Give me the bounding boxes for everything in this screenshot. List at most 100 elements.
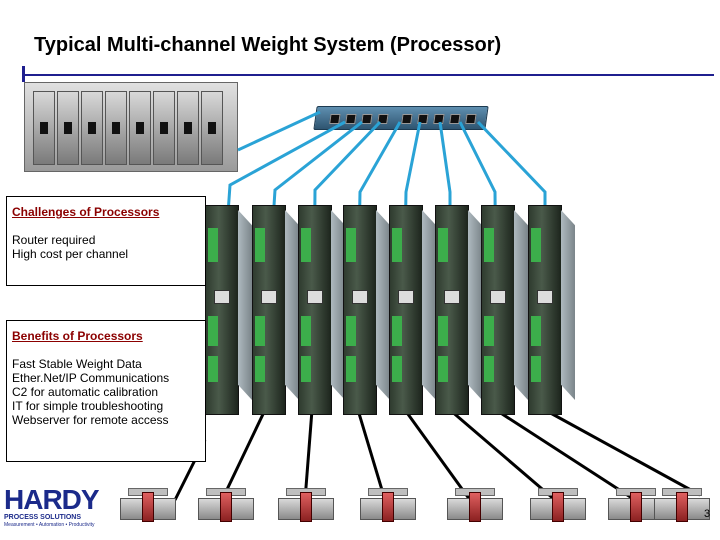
terminal-block [301, 356, 311, 382]
plc-chassis-image [24, 82, 238, 172]
ethernet-port [444, 290, 460, 304]
module-fin [238, 210, 252, 400]
terminal-block [255, 228, 265, 262]
terminal-block [255, 316, 265, 346]
processor-module [435, 205, 482, 415]
load-cell-image [447, 488, 503, 526]
terminal-block [438, 316, 448, 346]
module-fin [331, 210, 345, 400]
logo-subtitle: PROCESS SOLUTIONS [4, 514, 82, 521]
load-cell-cable [495, 408, 636, 502]
logo-tagline: Measurement • Automation • Productivity [4, 522, 95, 528]
terminal-block [208, 316, 218, 346]
load-cell-cable [449, 408, 556, 502]
terminal-block [208, 356, 218, 382]
terminal-block [301, 228, 311, 262]
plc-slot [81, 91, 103, 165]
plc-slot [57, 91, 79, 165]
terminal-block [208, 228, 218, 262]
benefit-item: Ether.Net/IP Communications [12, 371, 170, 385]
terminal-block [392, 228, 402, 262]
terminal-block [392, 356, 402, 382]
plc-slot [201, 91, 223, 165]
terminal-block [484, 356, 494, 382]
load-cell-cable [220, 409, 267, 501]
terminal-block [531, 316, 541, 346]
load-cell-image [654, 488, 710, 526]
ethernet-port [307, 290, 323, 304]
challenges-box: Challenges of Processors Router required… [6, 196, 206, 286]
load-cell-core [382, 492, 394, 522]
load-cell-image [530, 488, 586, 526]
benefit-item: Webserver for remote access [12, 413, 169, 427]
terminal-block [392, 316, 402, 346]
challenge-item: Router required [12, 233, 96, 247]
page-number: 3 [704, 508, 711, 520]
module-fin [514, 210, 528, 400]
terminal-block [346, 228, 356, 262]
plc-slot [33, 91, 55, 165]
ethernet-port [490, 290, 506, 304]
load-cell-cable [403, 409, 472, 501]
terminal-block [484, 228, 494, 262]
module-fin [285, 210, 299, 400]
load-cell-image [608, 488, 664, 526]
load-cell-core [220, 492, 232, 522]
challenge-item: High cost per channel [12, 247, 129, 261]
processor-module [389, 205, 436, 415]
benefits-box: Benefits of Processors Fast Stable Weigh… [6, 320, 206, 462]
processor-module [252, 205, 299, 415]
ethernet-port [261, 290, 277, 304]
ethernet-port [352, 290, 368, 304]
load-cell-core [630, 492, 642, 522]
load-cell-image [360, 488, 416, 526]
title-rule [22, 74, 714, 76]
benefit-item: C2 for automatic calibration [12, 385, 159, 399]
load-cell-core [142, 492, 154, 522]
processor-module [205, 205, 252, 415]
logo-wordmark: HARDY [4, 484, 100, 515]
terminal-block [484, 316, 494, 346]
ethernet-port [537, 290, 553, 304]
processor-module [528, 205, 575, 415]
module-fin [422, 210, 436, 400]
terminal-block [438, 228, 448, 262]
benefit-item: IT for simple troubleshooting [12, 399, 164, 413]
load-cell-cable [303, 409, 314, 501]
load-cell-image [198, 488, 254, 526]
plc-slot [153, 91, 175, 165]
benefits-heading: Benefits of Processors [12, 329, 143, 343]
terminal-block [346, 316, 356, 346]
terminal-block [531, 228, 541, 262]
challenges-heading: Challenges of Processors [12, 205, 160, 219]
terminal-block [301, 316, 311, 346]
load-cell-core [300, 492, 312, 522]
processor-module [343, 205, 390, 415]
plc-slot [129, 91, 151, 165]
load-cell-cables [173, 408, 701, 502]
module-fin [561, 210, 575, 400]
plc-slot [177, 91, 199, 165]
plc-slot [105, 91, 127, 165]
terminal-block [346, 356, 356, 382]
module-fin [468, 210, 482, 400]
load-cell-cable [544, 408, 701, 497]
ethernet-port [398, 290, 414, 304]
terminal-block [438, 356, 448, 382]
load-cell-core [552, 492, 564, 522]
ethernet-cable [237, 110, 321, 152]
processor-module [481, 205, 528, 415]
load-cell-core [676, 492, 688, 522]
load-cell-image [278, 488, 334, 526]
benefit-item: Fast Stable Weight Data [12, 357, 142, 371]
terminal-block [531, 356, 541, 382]
load-cell-image [120, 488, 176, 526]
processor-module [298, 205, 345, 415]
hardy-logo: HARDY PROCESS SOLUTIONS Measurement • Au… [4, 484, 114, 529]
ethernet-port [214, 290, 230, 304]
module-fin [376, 210, 390, 400]
load-cell-cable [356, 409, 387, 501]
slide-title: Typical Multi-channel Weight System (Pro… [34, 34, 502, 56]
terminal-block [255, 356, 265, 382]
load-cell-core [469, 492, 481, 522]
